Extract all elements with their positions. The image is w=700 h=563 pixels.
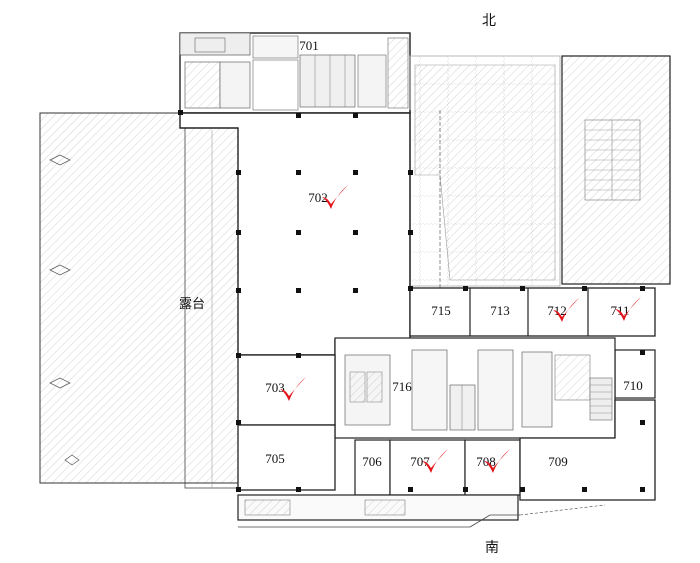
check-mark-icon — [322, 185, 348, 209]
terrace-area: 露台 — [39, 112, 239, 489]
check-mark-icon — [280, 377, 306, 401]
room-label-710: 710 — [623, 378, 643, 393]
room-label-701: 701 — [299, 38, 319, 53]
east-office-row — [409, 287, 656, 337]
check-mark-icon — [422, 449, 448, 473]
room-label-703: 703 — [265, 380, 285, 395]
room-709[interactable]: 709 — [519, 399, 656, 501]
structural-columns — [178, 110, 645, 492]
room-710[interactable]: 710 — [614, 349, 656, 399]
terrace-label: 露台 — [179, 297, 205, 312]
room-label-702: 702 — [308, 190, 328, 205]
room-label-716: 716 — [392, 379, 412, 394]
room-label-712: 712 — [547, 303, 567, 318]
room-label-715: 715 — [431, 303, 451, 318]
room-label-711: 711 — [610, 303, 629, 318]
south-label: 南 — [485, 540, 499, 556]
south-core: 716 — [334, 337, 616, 439]
room-713[interactable]: 713 — [490, 303, 510, 318]
check-mark-icon — [615, 297, 641, 321]
room-label-713: 713 — [490, 303, 510, 318]
room-label-705: 705 — [265, 451, 285, 466]
selection-markers — [280, 185, 641, 473]
north-label: 北 — [482, 13, 496, 29]
north-core: 701 — [179, 32, 411, 114]
check-mark-icon — [484, 449, 510, 473]
check-mark-icon — [553, 298, 579, 322]
drain-icon — [49, 154, 71, 166]
atrium-void — [409, 55, 671, 290]
room-711[interactable]: 711 — [610, 303, 629, 318]
south-strip — [237, 494, 606, 528]
room-706[interactable]: 706 — [354, 439, 391, 496]
room-label-709: 709 — [548, 454, 568, 469]
room-label-707: 707 — [410, 454, 430, 469]
room-705[interactable]: 705 — [237, 424, 336, 491]
room-712[interactable]: 712 — [547, 303, 567, 318]
drain-icon — [49, 264, 71, 276]
room-label-706: 706 — [362, 454, 382, 469]
room-703[interactable]: 703 — [237, 354, 336, 426]
drain-icon — [64, 454, 80, 466]
room-707[interactable]: 707 — [389, 439, 466, 496]
drain-icon — [49, 377, 71, 389]
room-715[interactable]: 715 — [431, 303, 451, 318]
